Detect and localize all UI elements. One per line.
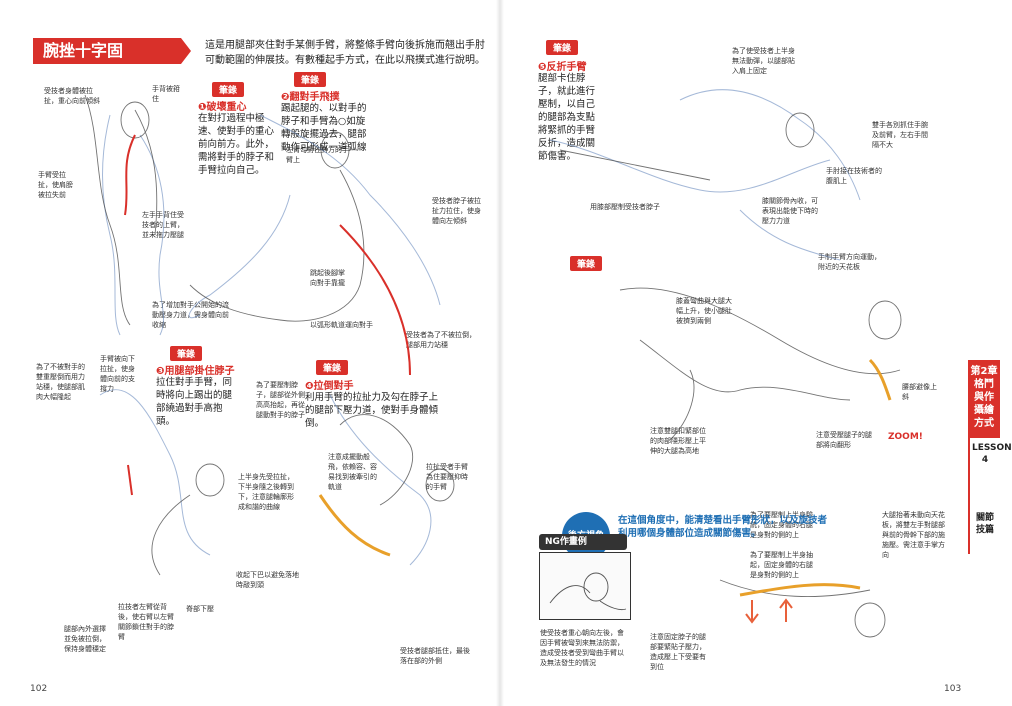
step-5-label: ❺反折手臂 <box>538 62 587 73</box>
annotation-note: 膝關節骨內收，可表現出能使下時的壓力力道 <box>762 197 818 225</box>
annotation-note: 脊部下壓 <box>186 605 214 613</box>
page-number: 103 <box>944 684 962 694</box>
lesson-label: LESSON 4 <box>972 443 1012 465</box>
annotation-note: 手肘接在技術者的腹肌上 <box>826 167 882 185</box>
annotation-note: 手臂受拉扯，使肩膀被拉失前 <box>38 171 73 199</box>
step-tag: 筆錄 <box>294 72 327 87</box>
annotation-note: 拉技者左臂從背後，使右臂以左臂關節鎖住對手的脖臂 <box>118 603 174 641</box>
step-1-label: ❶破壞重心 <box>198 102 247 113</box>
step-2-body: 踢起腿的、以對手的脖子和手臂為○如旋轉般旋擺過去，腿部動作可形成一道弧線 <box>281 103 367 153</box>
annotation-note: 用膝部壓制受技者脖子 <box>590 203 660 211</box>
step-tag: 筆錄 <box>546 40 579 55</box>
step-2-label: ❷翻對手飛撲 <box>281 92 340 103</box>
step-1-body: 在對打過程中極速、使對手的重心前向前方。此外，需將對手的脖子和手臂拉向自己。 <box>198 113 275 176</box>
annotation-note: 膝蓋彎曲與大腿大幅上升，使小腿肚被擠到兩側 <box>676 297 732 325</box>
zoom-label: ZOOM! <box>888 432 923 442</box>
annotation-note: 為了要壓制上半身驗統，固定身體的右腿是身對的側的上 <box>750 511 813 539</box>
title-arrow-shape <box>181 38 191 64</box>
step-4-label: ❹拉倒對手 <box>305 381 354 392</box>
annotation-note: 為了使受技者上半身無法動彈，以腿部貼入肩上固定 <box>732 47 795 75</box>
annotation-note: 為了要壓制脖子，腿部從外側高高抬起，再從腿動對手的脖子 <box>256 381 305 419</box>
annotation-note: 以弧形軌道運向對手 <box>310 321 373 329</box>
ng-sketch-illustration <box>549 572 627 611</box>
annotation-note: 上半身先受拉扯，下半身隨之後轉到下，注意腿輪廓形成和諧的曲線 <box>238 473 294 511</box>
rear-view-text: 在這個角度中，能清楚看出手臂彤狀，以及旋技者利用哪個身體部位造成關節傷害。 <box>618 515 828 539</box>
step-tag: 筆錄 <box>316 360 349 375</box>
chapter-title: 格鬥與作攝繪方式 <box>974 379 994 429</box>
annotation-note: 大腿抬著未動向天花板，將雙左手對腿部與前的骨幹下部的施施壓。需注意手掌方向 <box>882 511 945 559</box>
annotation-note: 注意受壓腿子的腿部將向翻形 <box>816 431 872 449</box>
chapter-tab: 第2章 格鬥與作攝繪方式 <box>968 360 1000 438</box>
annotation-note: 注意固定脖子的腿部要緊貼子壓力，造成壓上下受要有到位 <box>650 633 706 671</box>
page-title: 腕挫十字固 <box>33 38 181 64</box>
step-tag: 筆錄 <box>170 346 203 361</box>
page-number: 102 <box>30 684 48 694</box>
annotation-note: 手制手臂方向運動，附近的天花板 <box>818 253 881 271</box>
figure-sketches-illustration <box>84 94 455 576</box>
annotation-note: 使受技者重心朝向左後，會因手臂被彎到來無法防禦，造成受技者受到彎曲手臂以及無法發… <box>540 629 624 667</box>
section-tab: 關節技篇 <box>968 508 1000 554</box>
annotation-note: 為了不被對手的雙重壓倒而用力站穩，使腿部肌肉大幅隆起 <box>36 363 85 401</box>
left-page: 腕挫十字固 這是用腿部夾住對手某側手臂，將整條手臂向後拆施而翹出手肘可動範圍的伸… <box>0 0 500 706</box>
annotation-note: 手背被箝住 <box>152 85 180 103</box>
section-label: 關節技篇 <box>975 513 994 535</box>
figure-sketches-illustration <box>549 89 902 638</box>
annotation-note: 為了增加對手公開始的流動壓身力道，需身體向前收縮 <box>152 301 229 329</box>
annotation-note: 注意成擺動般飛，依賴容、容易找到被牽引的軌道 <box>328 453 377 491</box>
book-gutter <box>496 0 504 706</box>
ng-example-label: NG作畫例 <box>539 534 627 550</box>
step-3-label: ❸用腿部掛住脖子 <box>156 366 235 377</box>
right-page: 筆錄 ❺反折手臂 腿部卡住脖子，就此進行壓制，以自己的腿部為支點將緊抓的手臂反折… <box>500 0 1012 706</box>
step-3-body: 拉住對手手臂，同時將向上踢出的腿部繞過對手高抱頭。 <box>156 377 233 427</box>
annotation-note: 腿部內外選擇並免被拉倒，保持身體穩定 <box>64 625 106 653</box>
annotation-note: 受技者脖子被拉扯力拉住，使身體向左傾斜 <box>432 197 481 225</box>
annotation-note: 跳起後腳掌向對手靠攏 <box>310 269 345 287</box>
chapter-number: 第2章 <box>970 366 998 377</box>
annotation-note: 手臂被向下拉扯，使身體向前的支撐力 <box>100 355 135 393</box>
intro-text: 這是用腿部夾住對手某側手臂，將整條手臂向後拆施而翹出手肘可動範圍的伸展技。有數種… <box>205 40 485 66</box>
annotation-note: 雙手各別抓住手腕及前臂，左右手間隔不大 <box>872 121 928 149</box>
annotation-note: 受技者身體被拉扯，重心向前傾斜 <box>44 87 100 105</box>
annotation-note: 拉扯受者手臂為住要壓抑時的手臂 <box>426 463 468 491</box>
annotation-note: 左臂勾對住對方的手臂上 <box>286 146 349 164</box>
step-tag: 筆錄 <box>570 256 603 271</box>
annotation-note: 受技者腿部抵住，最後落在部的外側 <box>400 647 470 665</box>
step-tag: 筆錄 <box>212 82 245 97</box>
ng-example-panel <box>539 552 631 620</box>
annotation-note: 腰部避像上斜 <box>902 383 937 401</box>
annotation-note: 收起下巴以避免落地時敲到頭 <box>236 571 299 589</box>
annotation-note: 為了要壓制上半身抽起，固定身體的右腿是身對的側的上 <box>750 551 813 579</box>
step-4-body: 利用手臂的拉扯力及勾在脖子上的腿部下壓力道，使對手身體傾倒。 <box>305 392 439 429</box>
annotation-note: 受技者為了不被拉倒，腿部用力站穩 <box>406 331 476 349</box>
lesson-tab: LESSON 4 <box>968 438 1012 508</box>
